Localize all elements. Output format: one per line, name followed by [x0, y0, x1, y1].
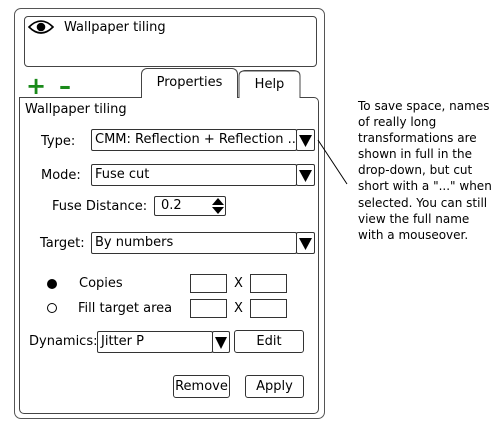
eye-icon[interactable] [27, 18, 55, 36]
fill-x-field[interactable] [190, 299, 227, 318]
target-label: Target: [40, 236, 85, 251]
mode-dropdown-arrow[interactable] [296, 164, 315, 186]
triangle-down-icon [299, 170, 312, 182]
triangle-down-icon [215, 337, 227, 349]
dynamics-label: Dynamics: [29, 334, 98, 349]
copies-label: Copies [79, 276, 123, 291]
fill-target-radio[interactable] [47, 303, 57, 313]
fuse-distance-label: Fuse Distance: [52, 199, 148, 214]
fill-y-field[interactable] [250, 299, 287, 318]
dynamics-select[interactable]: Jitter P [97, 331, 213, 353]
dynamics-dropdown-arrow[interactable] [212, 331, 230, 353]
spin-arrows-icon[interactable] [210, 196, 226, 216]
remove-button[interactable]: Remove [173, 375, 230, 398]
fuse-distance-input[interactable]: 0.2 [154, 196, 226, 216]
tab-help-outline [238, 70, 301, 98]
properties-heading: Wallpaper tiling [25, 102, 127, 117]
edit-button[interactable]: Edit [234, 330, 304, 353]
type-select[interactable]: CMM: Reflection + Reflection ... [91, 129, 297, 151]
tab-properties[interactable]: Properties [141, 68, 238, 98]
copies-x-field[interactable] [190, 274, 227, 293]
copies-x-separator: X [234, 276, 243, 291]
layer-name[interactable]: Wallpaper tiling [64, 20, 166, 35]
mode-select[interactable]: Fuse cut [91, 164, 297, 186]
fill-target-label: Fill target area [78, 301, 173, 316]
copies-radio[interactable] [47, 279, 57, 289]
plus-icon[interactable]: + [26, 72, 47, 100]
copies-y-field[interactable] [250, 274, 287, 293]
triangle-down-icon [299, 238, 312, 250]
tab-help[interactable]: Help [239, 70, 300, 98]
type-label: Type: [41, 134, 76, 149]
mode-label: Mode: [41, 168, 81, 183]
apply-button[interactable]: Apply [245, 375, 304, 398]
layer-list[interactable] [24, 16, 317, 67]
minus-icon[interactable]: – [59, 72, 71, 100]
effect-panel [14, 8, 325, 419]
triangle-down-icon [299, 135, 312, 147]
fill-x-separator: X [234, 301, 243, 316]
target-dropdown-arrow[interactable] [296, 232, 315, 254]
type-dropdown-arrow[interactable] [296, 129, 315, 151]
annotation-text: To save space, names of really long tran… [358, 99, 492, 242]
target-select[interactable]: By numbers [91, 232, 297, 254]
